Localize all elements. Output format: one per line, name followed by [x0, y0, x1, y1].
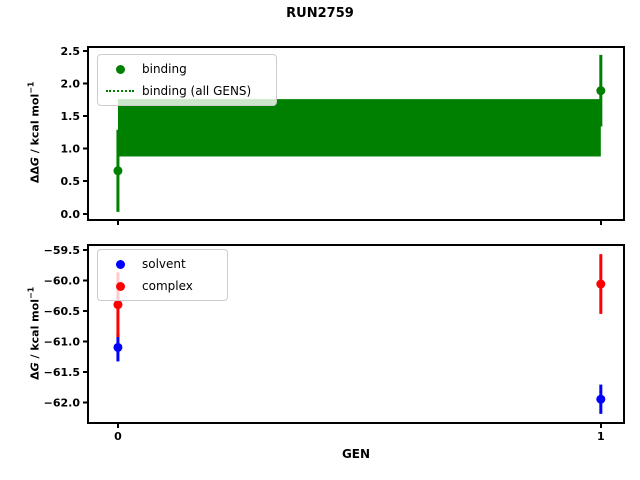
uncertainty-band — [117, 99, 601, 157]
ylabel-top-sup: −1 — [26, 81, 36, 94]
x-tick-label: 1 — [597, 430, 605, 443]
figure-title: RUN2759 — [286, 6, 354, 21]
ylabel-top-g: G — [28, 157, 42, 167]
y-tick-label: −62.0 — [44, 396, 81, 409]
y-tick-label: −60.5 — [44, 305, 80, 318]
ylabel-top-delta: ΔΔ — [28, 166, 42, 184]
legend-binding: binding binding (all GENS) — [97, 54, 277, 106]
legend-dG: solvent complex — [97, 249, 228, 301]
y-tick-label: 0.5 — [61, 175, 81, 188]
y-tick-label: 2.0 — [61, 77, 81, 90]
legend-label-binding: binding — [142, 62, 187, 76]
axes-spines — [87, 244, 625, 424]
legend-row-binding: binding — [98, 58, 270, 80]
ylabel-bottom-delta: Δ — [28, 371, 42, 380]
data-point-binding — [596, 86, 606, 96]
legend-label-complex: complex — [142, 279, 193, 293]
complex-dot-icon — [98, 281, 142, 291]
solvent-dot-icon — [98, 259, 142, 269]
ylabel-bottom-g: G — [28, 362, 42, 372]
y-axis-label-bottom: ΔG / kcal mol−1 — [27, 233, 42, 433]
ylabel-top-rest: / kcal mol — [28, 93, 42, 158]
legend-row-complex: complex — [98, 275, 221, 297]
x-axis-label: GEN — [341, 447, 371, 461]
y-tick-label: −59.5 — [44, 244, 80, 257]
ylabel-bottom-sup: −1 — [26, 286, 36, 300]
legend-label-solvent: solvent — [142, 257, 186, 271]
y-tick-label: 0.0 — [61, 208, 81, 221]
legend-label-binding-all-gens: binding (all GENS) — [142, 84, 252, 98]
x-tick-label: 0 — [114, 430, 122, 443]
y-tick-label: −60.0 — [44, 274, 81, 287]
y-tick-label: −61.5 — [44, 366, 80, 379]
legend-row-solvent: solvent — [98, 253, 221, 275]
ylabel-bottom-rest: / kcal mol — [28, 299, 42, 363]
y-tick-label: 1.0 — [61, 143, 81, 156]
y-tick-label: −61.0 — [44, 335, 81, 348]
binding-all-gens-dotted-line-icon — [98, 90, 142, 92]
data-point-solvent — [113, 342, 123, 352]
data-point-solvent — [596, 394, 606, 404]
data-point-binding — [113, 166, 123, 176]
data-point-complex — [113, 300, 123, 310]
y-tick-label: 1.5 — [61, 110, 81, 123]
legend-row-binding-all-gens: binding (all GENS) — [98, 80, 270, 102]
y-axis-label-top: ΔΔG / kcal mol−1 — [27, 32, 42, 232]
binding-dot-icon — [98, 64, 142, 74]
y-tick-label: 2.5 — [61, 45, 81, 58]
data-point-complex — [596, 279, 606, 289]
axes-spines — [87, 46, 625, 221]
